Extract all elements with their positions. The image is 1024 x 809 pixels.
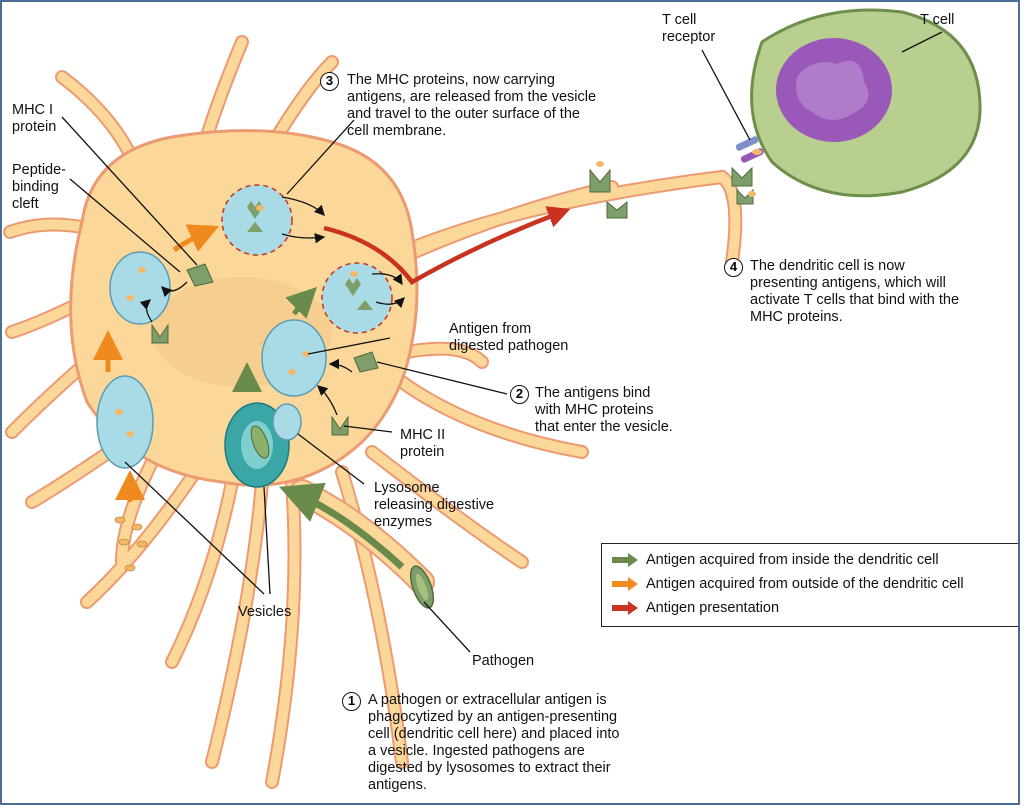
label-vesicles: Vesicles xyxy=(238,604,292,620)
extracellular-antigens xyxy=(114,516,148,572)
label-t-cell-receptor: T cell receptor xyxy=(662,12,716,45)
vesicle-bottom-left xyxy=(96,375,154,469)
green-arrows xyxy=(232,286,318,392)
step-3-number: 3 xyxy=(320,72,339,91)
vesicle-mid-dashed xyxy=(321,262,393,334)
orange-arrow-icon xyxy=(612,577,638,591)
step-4-text: The dendritic cell is now presenting ant… xyxy=(750,258,960,325)
red-arrow-icon xyxy=(612,601,638,615)
legend-label-outside: Antigen acquired from outside of the den… xyxy=(646,576,964,592)
step-2-number: 2 xyxy=(510,385,529,404)
red-presentation-arrow xyxy=(323,206,571,285)
mhc-proteins xyxy=(151,263,379,436)
surface-mhc xyxy=(589,166,754,219)
label-peptide-binding-cleft: Peptide- binding cleft xyxy=(12,162,67,212)
step-3-text: The MHC proteins, now carrying antigens,… xyxy=(347,72,597,139)
vesicle-antigen xyxy=(261,319,327,397)
legend: Antigen acquired from inside the dendrit… xyxy=(601,543,1018,627)
label-t-cell: T cell xyxy=(920,12,955,28)
legend-item-inside: Antigen acquired from inside the dendrit… xyxy=(612,550,939,570)
t-cell xyxy=(750,8,982,198)
lysosome-vesicle xyxy=(224,402,302,488)
small-arrows xyxy=(139,196,405,416)
vesicle-upper-left xyxy=(109,251,171,325)
legend-label-presentation: Antigen presentation xyxy=(646,600,780,616)
label-mhc-ii-protein: MHC II protein xyxy=(400,427,446,460)
green-arrow-pathogen xyxy=(279,482,405,570)
label-lysosome: Lysosome releasing digestive enzymes xyxy=(374,480,495,530)
t-cell-receptor-shape xyxy=(735,136,764,163)
orange-arrows xyxy=(93,224,220,502)
green-arrow-icon xyxy=(612,553,638,567)
leader-lines xyxy=(61,31,943,653)
label-pathogen: Pathogen xyxy=(472,653,535,669)
step-4-number: 4 xyxy=(724,258,743,277)
legend-item-presentation: Antigen presentation xyxy=(612,598,779,618)
step-1-number: 1 xyxy=(342,692,361,711)
label-mhc-i-protein: MHC I protein xyxy=(12,102,57,135)
legend-label-inside: Antigen acquired from inside the dendrit… xyxy=(646,552,939,568)
legend-item-outside: Antigen acquired from outside of the den… xyxy=(612,574,964,594)
step-2-text: The antigens bind with MHC proteins that… xyxy=(535,385,673,435)
step-1-text: A pathogen or extracellular antigen is p… xyxy=(368,692,620,793)
vesicle-top-dashed xyxy=(221,184,293,256)
label-antigen-digested: Antigen from digested pathogen xyxy=(449,321,569,354)
